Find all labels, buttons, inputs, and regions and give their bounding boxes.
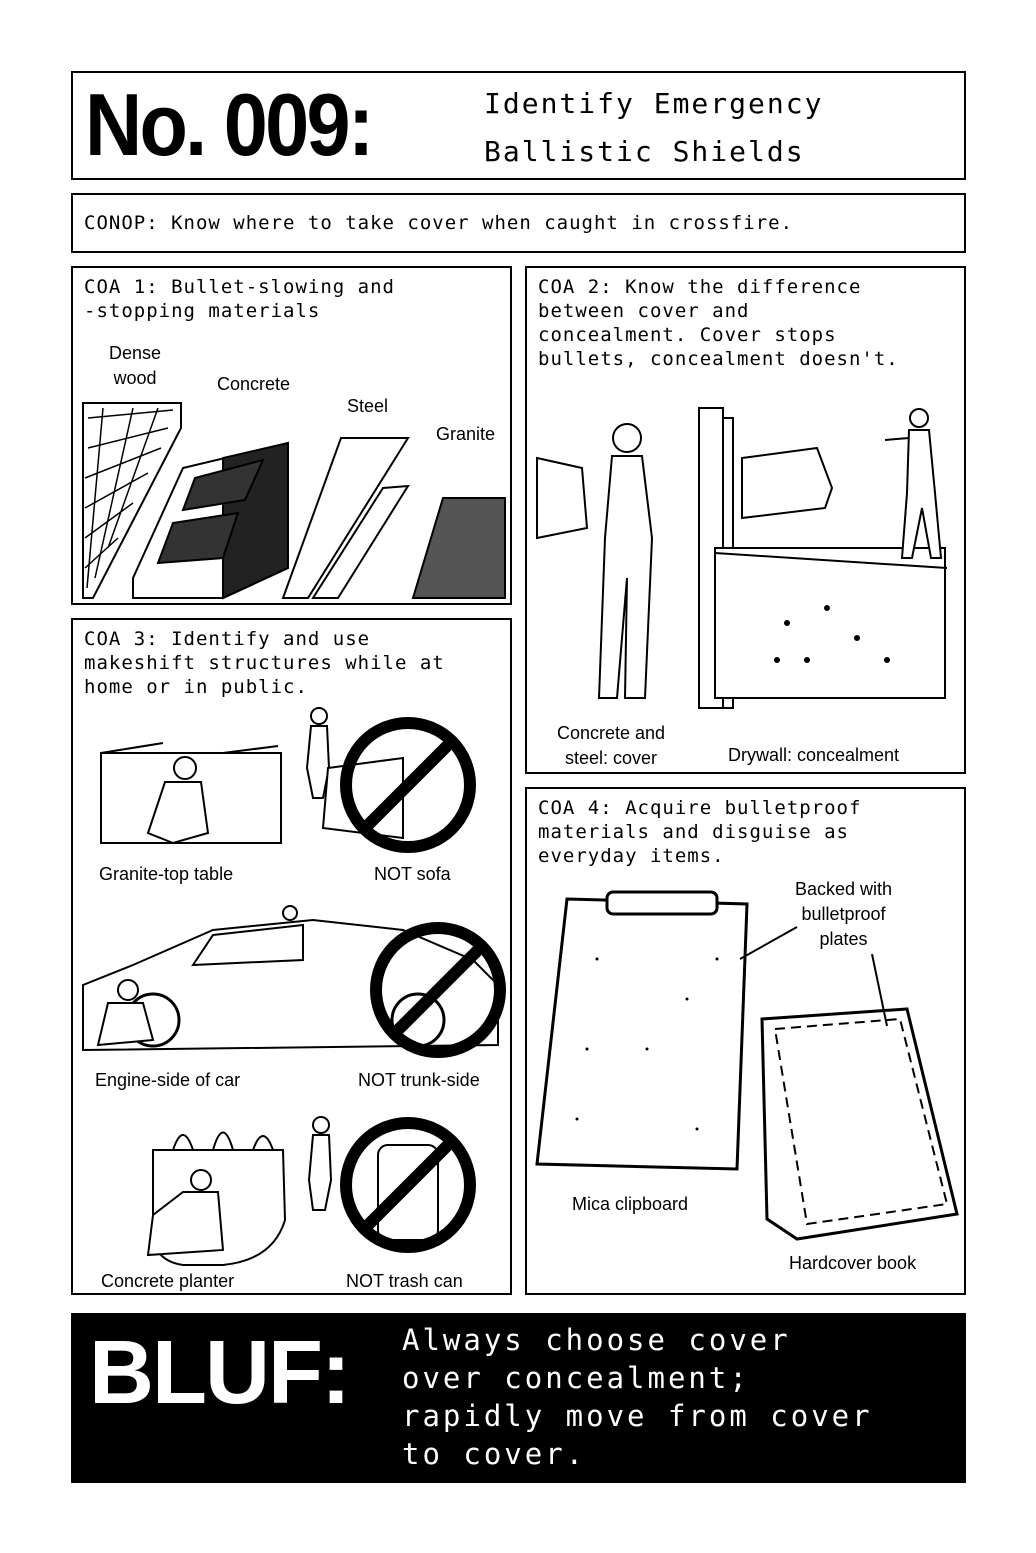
coa3-panel: COA 3: Identify and use makeshift struct… bbox=[71, 618, 512, 1295]
label-granite: Granite bbox=[436, 424, 496, 444]
label-steel: Steel bbox=[347, 396, 389, 416]
bluf-label: BLUF: bbox=[89, 1323, 351, 1423]
label-book: Hardcover book bbox=[789, 1253, 917, 1273]
coa3-heading: COA 3: Identify and use makeshift struct… bbox=[84, 628, 445, 698]
bluf-text: Always choose cover over concealment; ra… bbox=[402, 1323, 873, 1471]
clipboard-book-illustration bbox=[535, 890, 959, 1241]
no-sofa-icon bbox=[340, 717, 476, 853]
label-car: Engine-side of car bbox=[95, 1070, 241, 1090]
no-trunk-icon bbox=[370, 922, 506, 1058]
coa1-heading: COA 1: Bullet-slowing and -stopping mate… bbox=[84, 276, 395, 322]
label-planter: Concrete planter bbox=[101, 1271, 235, 1291]
coa2-panel: COA 2: Know the difference between cover… bbox=[525, 266, 966, 774]
label-cover: Concrete and steel: cover bbox=[557, 723, 666, 768]
no-trashcan-icon bbox=[340, 1117, 476, 1253]
wood-plank bbox=[82, 402, 182, 599]
coa4-heading: COA 4: Acquire bulletproof materials and… bbox=[538, 797, 862, 867]
label-clipboard: Mica clipboard bbox=[572, 1194, 689, 1214]
label-dense-wood: Dense wood bbox=[109, 343, 162, 388]
label-trash: NOT trash can bbox=[346, 1271, 463, 1291]
label-trunk: NOT trunk-side bbox=[358, 1070, 480, 1090]
label-concealment: Drywall: concealment bbox=[728, 745, 900, 765]
label-sofa: NOT sofa bbox=[374, 864, 451, 884]
coa1-panel: COA 1: Bullet-slowing and -stopping mate… bbox=[71, 266, 512, 605]
cover-scene-illustration bbox=[536, 407, 948, 709]
granite-slab bbox=[411, 497, 506, 599]
page-number: No. 009: bbox=[85, 75, 374, 174]
materials-illustration bbox=[82, 402, 506, 600]
page-title-line2: Ballistic Shields bbox=[484, 135, 805, 168]
steel-plate bbox=[281, 437, 410, 599]
gunman-figure bbox=[909, 408, 929, 428]
coa2-heading: COA 2: Know the difference between cover… bbox=[538, 276, 899, 370]
label-concrete: Concrete bbox=[217, 374, 291, 394]
person-figure bbox=[612, 423, 642, 453]
label-backed: Backed with bulletproof plates bbox=[795, 879, 893, 949]
bluf-box: BLUF: Always choose cover over concealme… bbox=[71, 1313, 966, 1483]
label-table: Granite-top table bbox=[99, 864, 234, 884]
header-box: No. 009: Identify Emergency Ballistic Sh… bbox=[71, 71, 966, 180]
planter-scene-illustration bbox=[146, 1116, 333, 1266]
page-title-line1: Identify Emergency bbox=[484, 87, 824, 120]
conop-box: CONOP: Know where to take cover when cau… bbox=[71, 193, 966, 253]
conop-text: CONOP: Know where to take cover when cau… bbox=[84, 212, 794, 234]
coa4-panel: COA 4: Acquire bulletproof materials and… bbox=[525, 787, 966, 1295]
